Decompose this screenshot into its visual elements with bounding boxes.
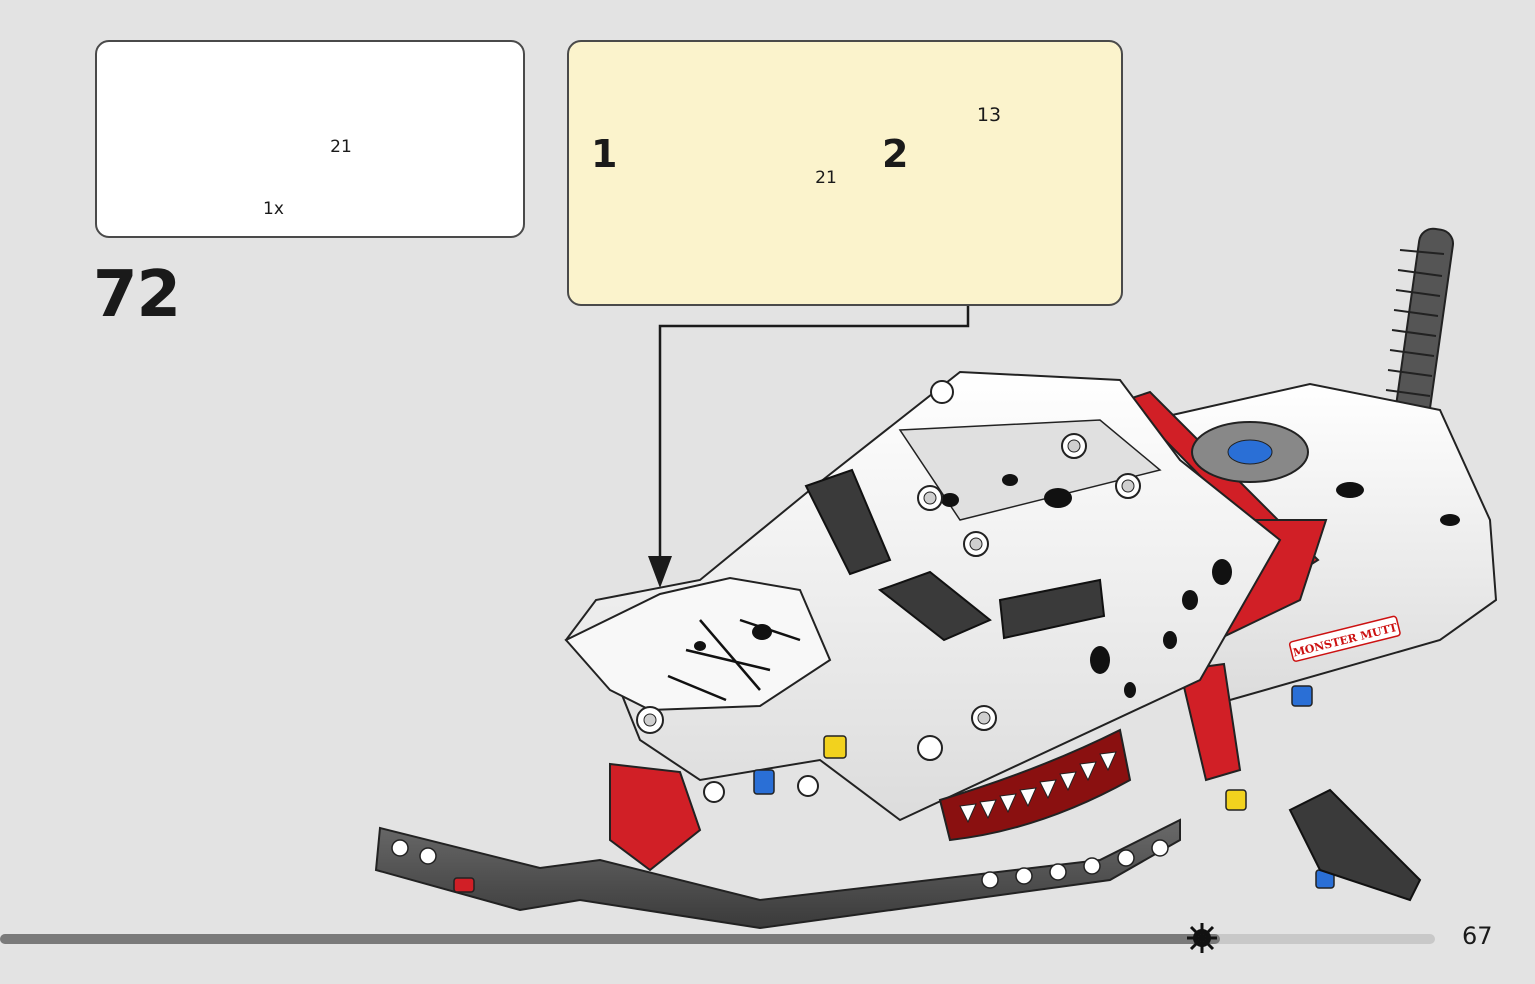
- placement-arrow: [648, 306, 970, 588]
- sub-assembly-box: [567, 40, 1123, 306]
- gear-icon: [1187, 923, 1217, 953]
- sub-step-number-1: 1: [591, 132, 618, 176]
- sub-step-number-2: 2: [882, 132, 909, 176]
- page-number: 67: [1462, 922, 1493, 950]
- parts-quantity: 1x: [263, 199, 284, 219]
- parts-callout-number: 21: [330, 137, 352, 157]
- progress-fill: [0, 934, 1220, 944]
- sticker-number: 13: [976, 104, 1002, 126]
- progress-bar: [0, 934, 1435, 944]
- step-number: 72: [93, 258, 181, 332]
- parts-list-box: [95, 40, 525, 238]
- sub-step-1-callout-number: 21: [815, 168, 837, 188]
- model-assembly: MONSTER MUTT: [374, 227, 1498, 930]
